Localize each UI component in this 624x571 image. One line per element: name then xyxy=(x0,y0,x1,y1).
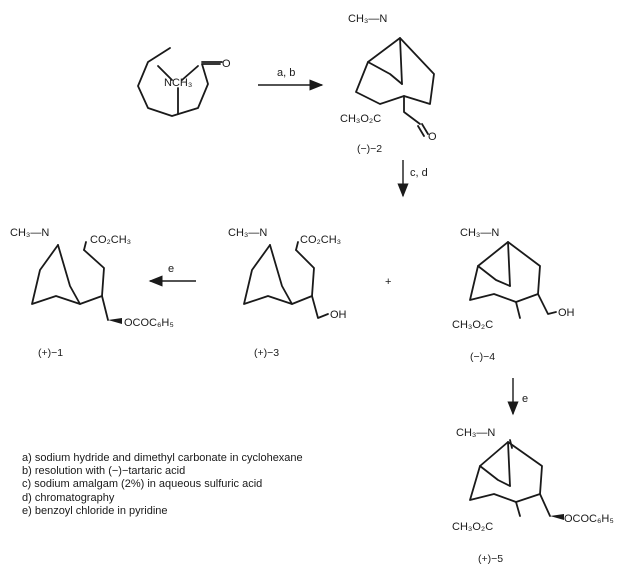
c4-ester-label: CH₃O₂C xyxy=(452,319,493,331)
c3-n-label: CH₃—N xyxy=(228,227,267,239)
arrow-step-cd: c, d xyxy=(397,160,428,198)
c5-ester-label: CH₃O₂C xyxy=(452,521,493,533)
reagent-label-e-down: e xyxy=(522,393,528,405)
start-ketone-o: O xyxy=(222,58,231,70)
reagent-label-e-left: e xyxy=(168,263,174,275)
c2-ketone-o: O xyxy=(428,131,437,143)
c1-n-label: CH₃—N xyxy=(10,227,49,239)
c4-caption: (−)−4 xyxy=(470,351,495,363)
c1-caption: (+)−1 xyxy=(38,347,63,359)
c2-n-label: CH₃—N xyxy=(348,13,387,25)
reagent-label-cd: c, d xyxy=(410,167,428,179)
c2-ester-label: CH₃O₂C xyxy=(340,113,381,125)
footnote-a: a) sodium hydride and dimethyl carbonate… xyxy=(22,452,303,464)
arrow-step-e-down: e xyxy=(507,378,528,416)
footnote-b: b) resolution with (−)−tartaric acid xyxy=(22,465,186,478)
compound-2: CH₃—N O CH₃O₂C (−)−2 xyxy=(340,13,437,155)
c5-benzoate-label: OCOC₆H₅ xyxy=(564,513,614,525)
compound-3: CH₃—N CO₂CH₃ OH (+)−3 xyxy=(228,227,347,359)
arrow-step-e-left: e xyxy=(148,263,196,287)
c4-oh-label: OH xyxy=(558,307,575,319)
c5-n-label: CH₃—N xyxy=(456,427,495,439)
footnote-d: d) chromatography xyxy=(22,491,115,504)
compound-4: CH₃—N OH CH₃O₂C (−)−4 xyxy=(452,227,575,363)
compound-1: CH₃—N CO₂CH₃ OCOC₆H₅ (+)−1 xyxy=(10,227,174,359)
c2-caption: (−)−2 xyxy=(357,143,382,155)
starting-material-tropinone: NCH₃ O xyxy=(137,47,231,117)
c3-oh-label: OH xyxy=(330,309,347,321)
reagent-footnotes: a) sodium hydride and dimethyl carbonate… xyxy=(22,452,422,518)
start-n-label: NCH₃ xyxy=(164,77,192,89)
reagent-label-ab: a, b xyxy=(277,67,295,79)
c4-n-label: CH₃—N xyxy=(460,227,499,239)
c3-ester-label: CO₂CH₃ xyxy=(300,234,341,246)
compound-5: CH₃—N OCOC₆H₅ CH₃O₂C (+)−5 xyxy=(452,427,614,565)
c1-ester-label: CO₂CH₃ xyxy=(90,234,131,246)
footnote-c: c) sodium amalgam (2%) in aqueous sulfur… xyxy=(22,478,263,491)
c1-benzoate-label: OCOC₆H₅ xyxy=(124,317,174,329)
c5-caption: (+)−5 xyxy=(478,553,503,565)
footnote-e: e) benzoyl chloride in pyridine xyxy=(22,504,168,517)
arrow-step-ab: a, b xyxy=(258,67,324,91)
c3-caption: (+)−3 xyxy=(254,347,279,359)
plus-sign: + xyxy=(385,276,391,288)
